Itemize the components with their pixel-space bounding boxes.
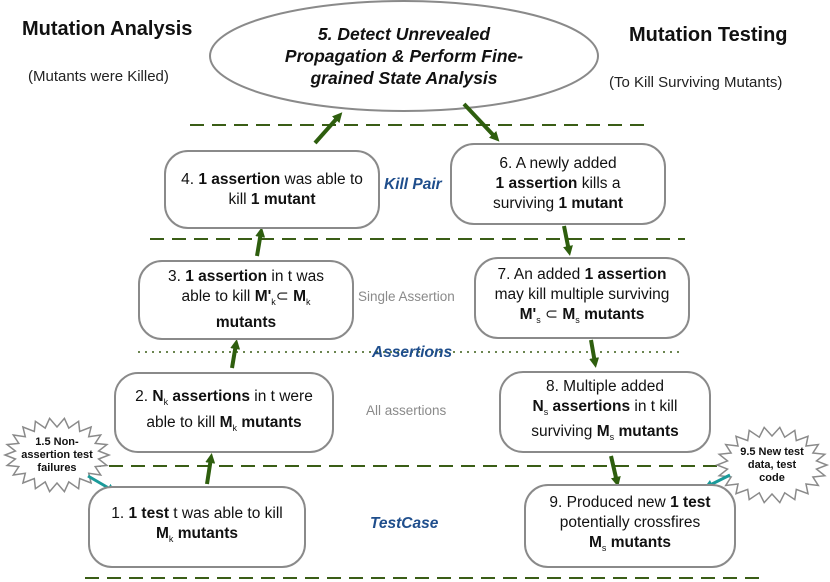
- box-4-single-kill: 4. 1 assertion was able to kill 1 mutant: [164, 150, 380, 229]
- arrow-3-to-4: [255, 227, 266, 257]
- mutation-analysis-subtitle: (Mutants were Killed): [28, 68, 169, 85]
- box-9-new-test: 9. Produced new 1 test potentially cross…: [524, 484, 736, 568]
- level-assertions: Assertions: [372, 344, 453, 361]
- arrow-5-to-6: [462, 102, 500, 142]
- arrow-1-to-2: [205, 453, 216, 485]
- level-kill-pair: Kill Pair: [384, 176, 442, 193]
- level-testcase: TestCase: [370, 515, 439, 532]
- mutation-testing-subtitle: (To Kill Surviving Mutants): [609, 74, 783, 91]
- box-8-multiple-assertions: 8. Multiple added Ns assertions in t kil…: [499, 371, 711, 453]
- ellipse-line-2: Propagation & Perform Fine-: [284, 46, 524, 66]
- mutation-analysis-title: Mutation Analysis: [22, 18, 193, 40]
- box-2-all-assertions: 2. Nk assertions in t were able to kill …: [114, 372, 334, 453]
- mutation-testing-title: Mutation Testing: [629, 24, 788, 46]
- starburst-left: [2, 417, 112, 493]
- box-1-test-case: 1. 1 test t was able to kill Mk mutants: [88, 486, 306, 568]
- arrow-7-to-8: [589, 339, 600, 368]
- arrow-6-to-7: [562, 225, 573, 256]
- ellipse-line-1: 5. Detect Unrevealed: [317, 24, 491, 44]
- starburst-right: [714, 426, 830, 504]
- level-single-assertion: Single Assertion: [358, 289, 455, 304]
- detect-propagation-ellipse: [209, 0, 599, 112]
- ellipse-line-3: grained State Analysis: [310, 68, 498, 88]
- non-assertion-failures-label: 1.5 Non- assertion test failures: [21, 435, 93, 474]
- box-3-single-assertion: 3. 1 assertion in t was able to kill M'k…: [138, 260, 354, 340]
- arrow-4-to-5: [313, 112, 343, 145]
- level-all-assertions: All assertions: [366, 403, 447, 418]
- box-7-added-assertion: 7. An added 1 assertion may kill multipl…: [474, 257, 690, 339]
- arrow-2-to-3: [230, 339, 241, 369]
- new-test-data-label: 9.5 New test data, test code: [740, 445, 804, 484]
- arrow-8-to-9: [609, 455, 621, 487]
- detect-propagation-label: 5. Detect Unrevealed Propagation & Perfo…: [220, 6, 588, 106]
- box-6-new-assertion: 6. A newly added 1 assertion kills a sur…: [450, 143, 666, 225]
